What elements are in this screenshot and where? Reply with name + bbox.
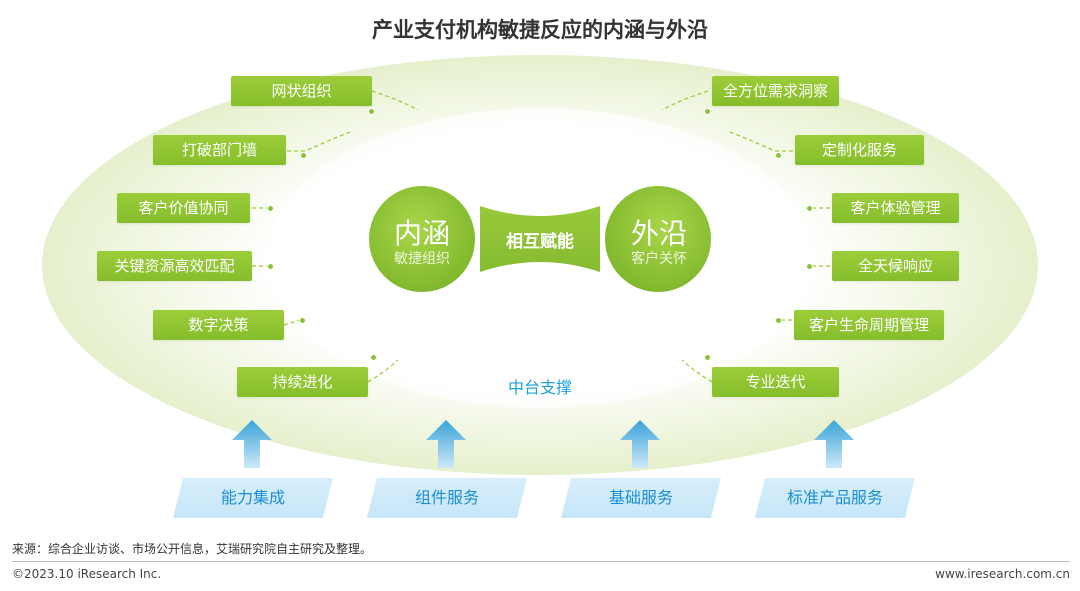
connector-dot: [300, 152, 307, 159]
footer-divider: [12, 561, 1070, 562]
base-label: 组件服务: [414, 488, 479, 507]
connector-dot: [267, 263, 274, 270]
base-block-2: 组件服务: [367, 478, 527, 518]
page-title: 产业支付机构敏捷反应的内涵与外沿: [372, 18, 708, 42]
base-block-3: 基础服务: [561, 478, 721, 518]
connector-dot: [806, 263, 813, 270]
tag-left-6: 持续进化: [237, 367, 368, 397]
mutual-empowerment-label: 相互赋能: [506, 232, 574, 252]
left-circle: [369, 186, 475, 292]
connector-dot: [775, 317, 782, 324]
connector-dot: [299, 317, 306, 324]
base-block-4: 标准产品服务: [755, 478, 915, 518]
tag-right-2: 定制化服务: [795, 135, 924, 165]
base-label: 基础服务: [608, 488, 673, 507]
tag-right-6: 专业迭代: [712, 367, 839, 397]
tag-right-1: 全方位需求洞察: [712, 76, 839, 106]
up-arrow-icon: [232, 420, 272, 468]
source-note: 来源：综合企业访谈、市场公开信息，艾瑞研究院自主研究及整理。: [12, 542, 373, 556]
right-circle: [605, 186, 711, 292]
base-label: 能力集成: [220, 488, 285, 507]
outer-subtitle: 客户关怀: [631, 251, 687, 267]
up-arrow-icon: [814, 420, 854, 468]
up-arrow-icon: [620, 420, 660, 468]
inner-subtitle: 敏捷组织: [394, 251, 450, 267]
tag-left-3: 客户价值协同: [117, 193, 250, 223]
connector-dot: [775, 152, 782, 159]
connector-dot: [806, 205, 813, 212]
connector-dot: [267, 205, 274, 212]
center-blob: [369, 186, 711, 292]
tag-right-3: 客户体验管理: [832, 193, 959, 223]
up-arrow-icon: [426, 420, 466, 468]
base-block-1: 能力集成: [173, 478, 333, 518]
tag-right-5: 客户生命周期管理: [794, 310, 944, 340]
middle-platform-label: 中台支撑: [507, 378, 572, 397]
base-label: 标准产品服务: [786, 488, 883, 507]
tag-left-4: 关键资源高效匹配: [97, 251, 252, 281]
website-url: www.iresearch.com.cn: [935, 567, 1070, 581]
inner-title: 内涵: [393, 217, 450, 250]
tag-left-1: 网状组织: [231, 76, 372, 106]
connector-dot: [704, 108, 711, 115]
connector-dot: [370, 354, 377, 361]
tag-right-4: 全天候响应: [832, 251, 959, 281]
copyright: ©2023.10 iResearch Inc.: [12, 567, 162, 581]
outer-title: 外沿: [630, 217, 687, 250]
tag-left-5: 数字决策: [153, 310, 284, 340]
tag-left-2: 打破部门墙: [153, 135, 286, 165]
connector-dot: [704, 354, 711, 361]
connector-dot: [368, 108, 375, 115]
